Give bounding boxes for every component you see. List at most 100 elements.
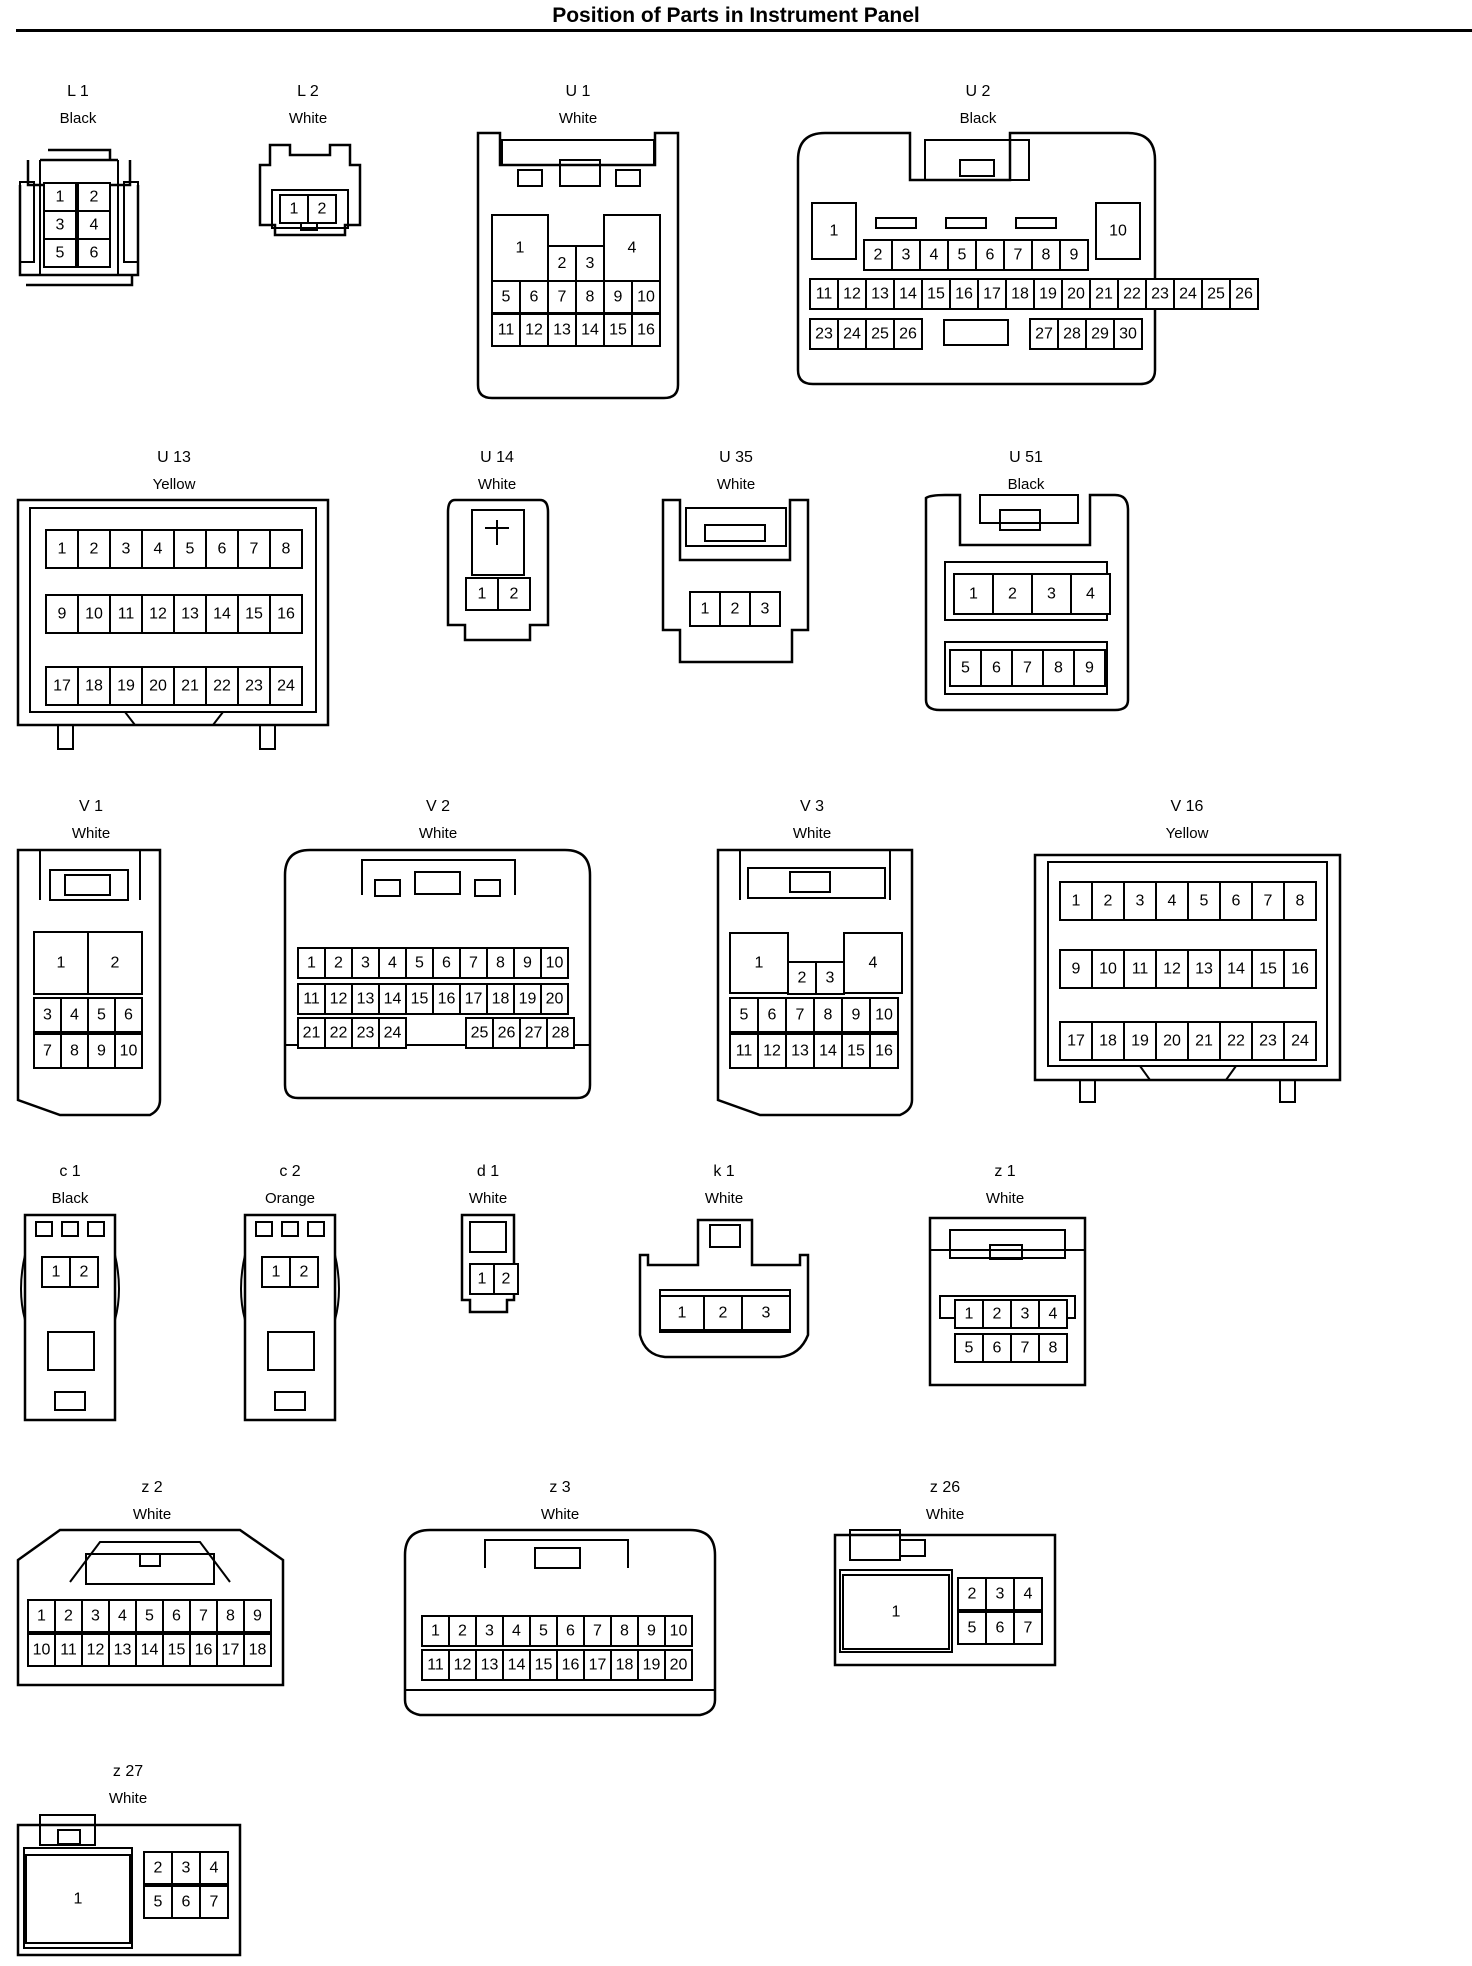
pin-cell	[87, 997, 116, 1033]
pin-number: 9	[1070, 247, 1079, 264]
pin-number: 5	[958, 247, 967, 264]
pin-number: 13	[791, 1043, 809, 1060]
pin-cell	[493, 1263, 519, 1295]
pin-number: 2	[731, 601, 740, 618]
pin-number: 12	[1163, 961, 1181, 978]
pin-cell	[1117, 278, 1147, 310]
pin-number: 11	[736, 1043, 753, 1060]
pin-cell	[54, 1633, 83, 1667]
pin-cell	[114, 1033, 143, 1069]
housing-detail	[474, 879, 501, 897]
housing-detail	[414, 871, 461, 895]
pin-number: 4	[154, 541, 163, 558]
pin-cell	[269, 666, 303, 706]
pin-number: 4	[388, 955, 397, 972]
pin-number: 5	[186, 541, 195, 558]
pin-number: 9	[852, 1007, 861, 1024]
pin-number: 9	[97, 1043, 106, 1060]
pin-number: 1	[1072, 893, 1081, 910]
connector-color-v1: White	[72, 825, 110, 842]
connector-id-z27: z 27	[113, 1763, 143, 1780]
pin-cell	[519, 313, 549, 347]
pin-number: 11	[60, 1642, 77, 1659]
connector-housing	[16, 1823, 242, 1957]
pin-cell	[893, 318, 923, 350]
pin-number: 7	[1014, 247, 1023, 264]
pin-number: 6	[124, 1007, 133, 1024]
pin-cell	[448, 1649, 477, 1681]
pin-cell	[1229, 278, 1259, 310]
connector-housing	[16, 498, 330, 727]
pin-cell	[1013, 1577, 1043, 1611]
pin-number: 23	[357, 1025, 375, 1042]
pin-number: 7	[1264, 893, 1273, 910]
pin-cell	[865, 318, 895, 350]
pin-cell	[216, 1599, 245, 1633]
pin-number: 15	[535, 1657, 553, 1674]
connector-id-u14: U 14	[480, 449, 514, 466]
connector-color-k1: White	[705, 1190, 743, 1207]
pin-number: 10	[875, 1007, 893, 1024]
pin-number: 2	[64, 1608, 73, 1625]
pin-number: 5	[415, 955, 424, 972]
connector-housing	[258, 143, 362, 237]
pin-cell	[199, 1885, 229, 1919]
pin-cell	[631, 313, 661, 347]
pin-number: 8	[586, 289, 595, 306]
pin-number: 24	[1179, 286, 1197, 303]
connector-color-u2: Black	[960, 110, 997, 127]
pin-number: 14	[141, 1642, 159, 1659]
pin-cell	[1283, 1021, 1317, 1061]
pin-number: 2	[502, 1271, 511, 1288]
pin-cell	[1059, 881, 1093, 921]
housing-detail	[943, 319, 1009, 346]
connector-housing	[716, 848, 914, 1117]
pin-number: 7	[593, 1623, 602, 1640]
pin-cell	[637, 1615, 666, 1647]
pin-number: 16	[955, 286, 973, 303]
pin-cell	[547, 280, 577, 314]
pin-cell	[108, 1599, 137, 1633]
pin-number: 6	[90, 245, 99, 262]
pin-number: 25	[871, 326, 889, 343]
pin-cell	[843, 932, 903, 994]
pin-number: 1	[701, 601, 710, 618]
pin-cell	[949, 649, 982, 687]
housing-detail	[69, 1541, 231, 1583]
connector-color-z3: White	[541, 1506, 579, 1523]
pin-cell	[865, 278, 895, 310]
pin-cell	[1061, 278, 1091, 310]
pin-number: 26	[899, 326, 917, 343]
pin-number: 1	[830, 223, 839, 240]
pin-cell	[729, 1033, 759, 1069]
pin-cell	[1013, 1611, 1043, 1645]
pin-cell	[43, 210, 77, 240]
pin-cell	[135, 1633, 164, 1667]
pin-cell	[421, 1615, 450, 1647]
pin-number: 5	[154, 1894, 163, 1911]
pin-number: 5	[1200, 893, 1209, 910]
housing-detail	[85, 1553, 215, 1585]
pin-number: 5	[740, 1007, 749, 1024]
pin-number: 15	[245, 606, 263, 623]
pin-number: 18	[616, 1657, 634, 1674]
pin-cell	[205, 529, 239, 569]
pin-cell	[1091, 949, 1125, 989]
pin-cell	[785, 997, 815, 1033]
pin-number: 4	[1049, 1306, 1058, 1323]
housing-detail	[704, 524, 766, 542]
housing-detail	[469, 1221, 507, 1253]
pin-number: 15	[927, 286, 945, 303]
pin-number: 20	[1163, 1033, 1181, 1050]
pin-cell	[378, 983, 407, 1015]
connector-id-u1: U 1	[566, 83, 591, 100]
pin-cell	[459, 983, 488, 1015]
title-rule	[16, 29, 1472, 32]
connector-id-c2: c 2	[279, 1163, 300, 1180]
pin-number: 18	[249, 1642, 267, 1659]
